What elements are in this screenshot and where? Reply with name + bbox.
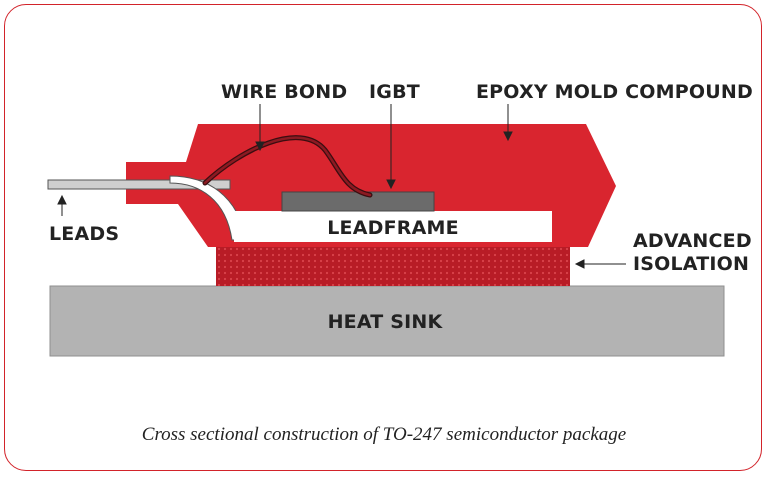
leadframe (234, 211, 552, 242)
label-epoxy-mold-compound: EPOXY MOLD COMPOUND (476, 81, 753, 103)
label-advanced-isolation-line1: ADVANCED (633, 230, 752, 252)
label-wire-bond: WIRE BOND (221, 81, 347, 103)
figure-caption: Cross sectional construction of TO-247 s… (141, 424, 627, 445)
wire-bond-highlight (203, 136, 372, 197)
label-advanced-isolation-line2: ISOLATION (633, 253, 749, 275)
igbt-die (281, 191, 435, 212)
lead (47, 179, 231, 190)
label-heat-sink: HEAT SINK (328, 311, 444, 333)
figure-frame (4, 4, 762, 471)
label-leadframe: LEADFRAME (327, 217, 459, 239)
pointer-lines (57, 104, 626, 269)
label-igbt: IGBT (369, 81, 420, 103)
advanced-isolation-layer (216, 242, 570, 286)
label-leads: LEADS (49, 223, 119, 245)
